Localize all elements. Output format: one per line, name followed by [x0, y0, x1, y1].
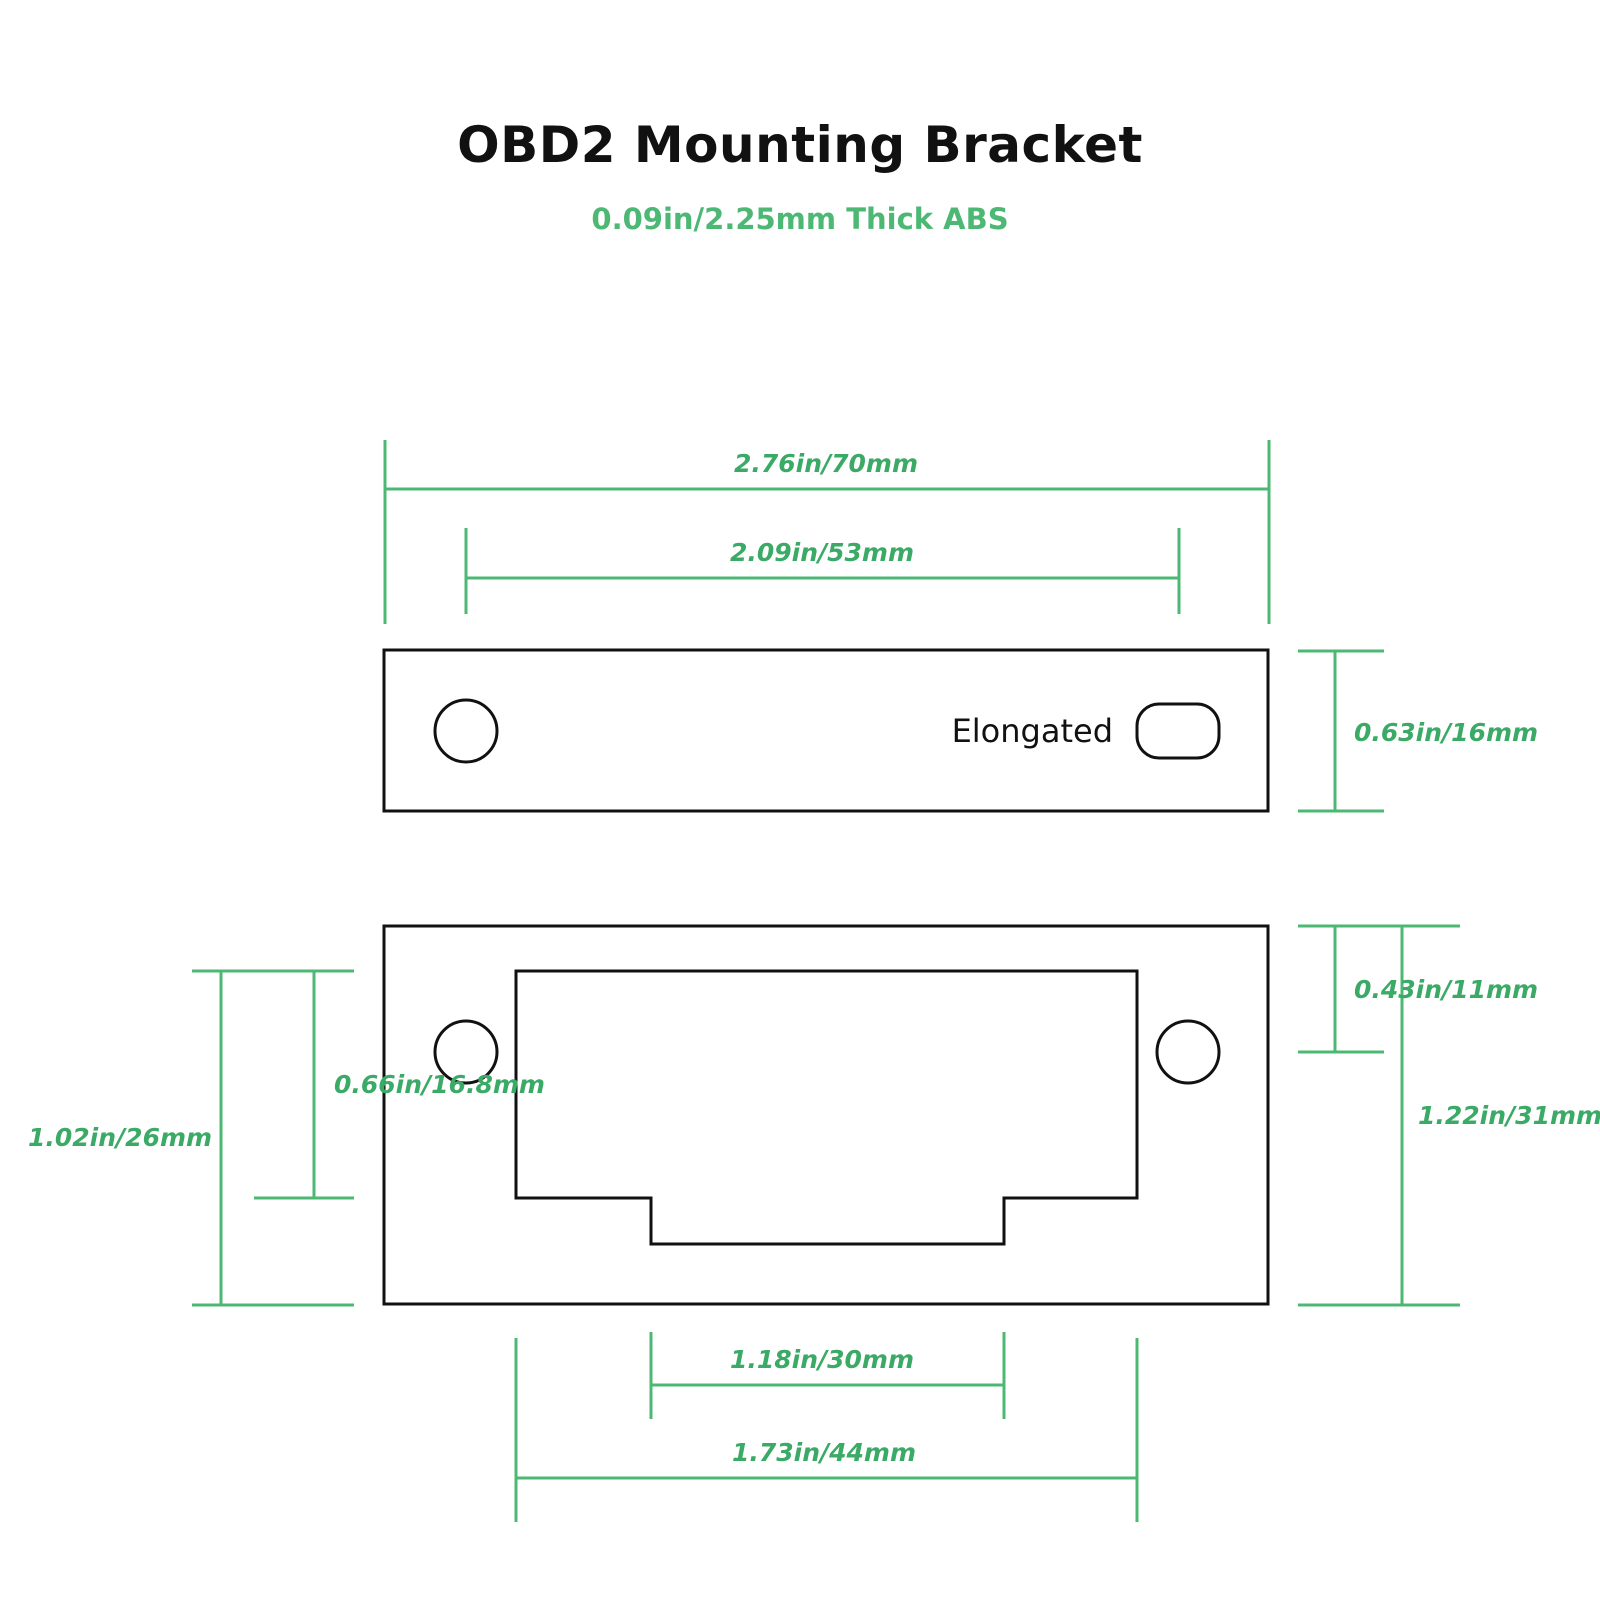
round-hole-bottom-right	[1155, 1019, 1221, 1085]
round-hole-left	[433, 698, 499, 764]
dim-cutout-width	[514, 1338, 1139, 1522]
elongated-label: Elongated	[952, 712, 1113, 750]
obd2-connector-cutout	[514, 969, 1139, 1246]
bottom-bracket-outline	[382, 924, 1270, 1306]
dim-cutout-height-outer	[192, 969, 354, 1307]
top-bracket-outline	[382, 648, 1270, 813]
elongated-slot	[1135, 702, 1221, 760]
dim-bottom-height	[1298, 926, 1460, 1307]
dim-label-top-height: 0.63in/16mm	[1354, 718, 1538, 747]
dim-top-height	[1298, 649, 1384, 813]
dim-hole-spacing	[464, 528, 1181, 614]
round-hole-bottom-left	[433, 1019, 499, 1085]
dim-label-bottom-height: 1.22in/31mm	[1418, 1101, 1600, 1130]
dim-label-notch-width: 1.18in/30mm	[730, 1345, 914, 1374]
dim-label-cutout-height-inner: 0.66in/16.8mm	[334, 1070, 545, 1099]
dim-label-cutout-width: 1.73in/44mm	[732, 1438, 916, 1467]
dim-label-overall-width: 2.76in/70mm	[734, 449, 918, 478]
dim-label-cutout-height-outer: 1.02in/26mm	[28, 1123, 212, 1152]
dimension-lines	[192, 440, 1460, 1522]
dim-label-hole-spacing: 2.09in/53mm	[730, 538, 914, 567]
top-bracket-view	[382, 648, 1270, 813]
dim-label-hole-offset: 0.43in/11mm	[1354, 975, 1538, 1004]
dim-cutout-height-inner	[254, 971, 354, 1200]
bottom-bracket-view	[382, 924, 1270, 1306]
dim-notch-width	[649, 1332, 1006, 1419]
diagram-title: OBD2 Mounting Bracket	[457, 116, 1143, 174]
dim-overall-width	[383, 440, 1271, 624]
diagram-subtitle: 0.09in/2.25mm Thick ABS	[591, 202, 1009, 236]
dim-hole-offset	[1298, 924, 1460, 1054]
